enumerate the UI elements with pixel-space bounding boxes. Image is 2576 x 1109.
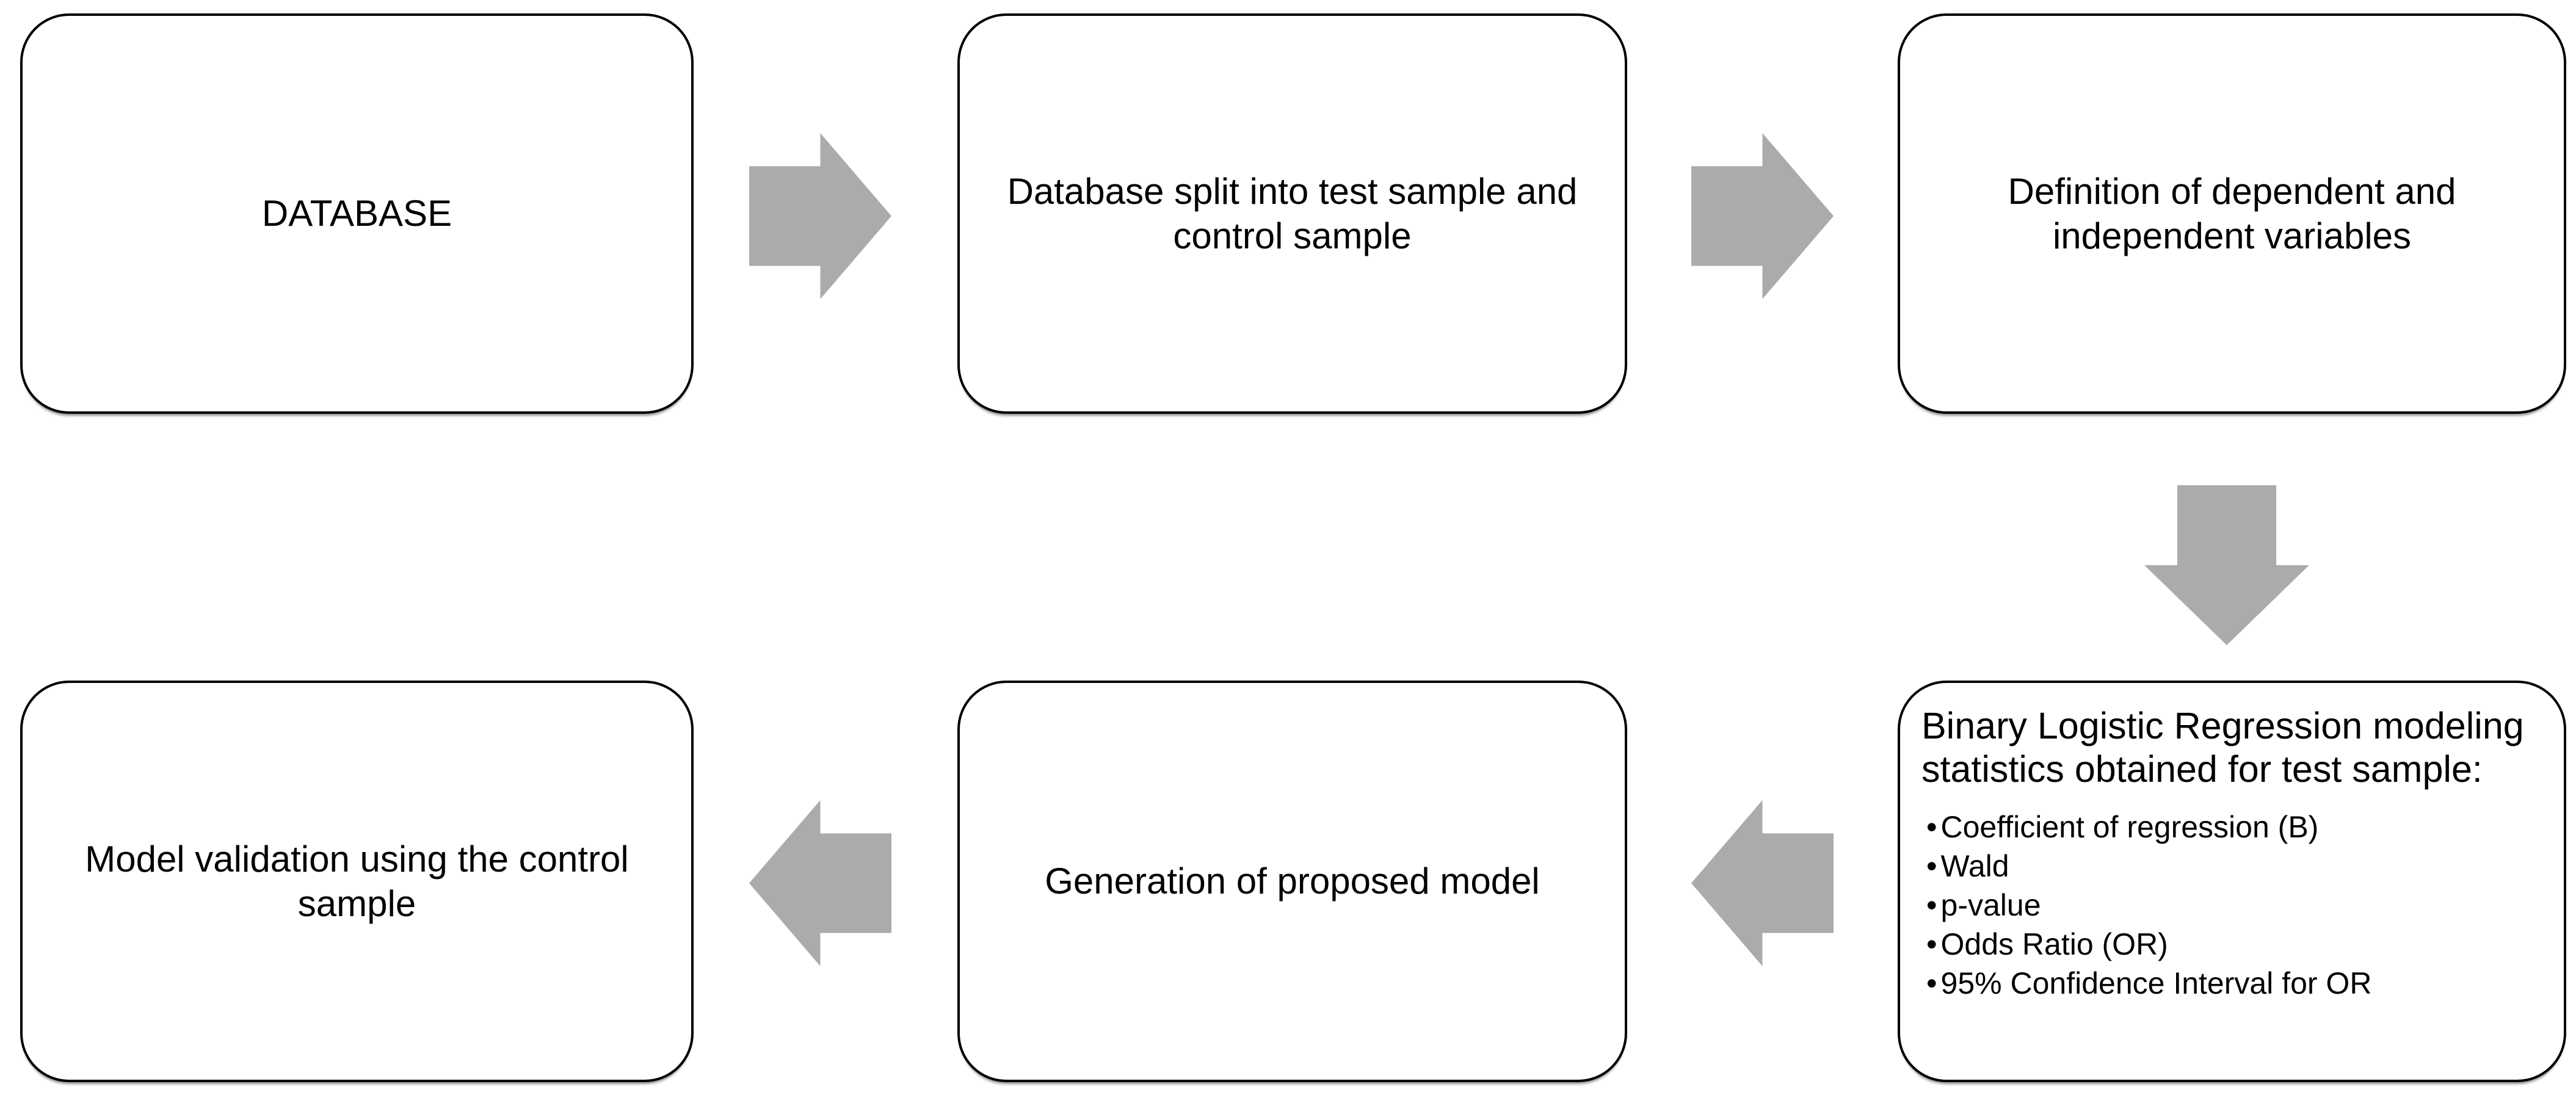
bullet-text: p-value <box>1940 887 2041 922</box>
arrow-right-icon <box>749 133 891 299</box>
bullet-item: •p-value <box>1926 886 2552 925</box>
bullet-marker: • <box>1926 809 1937 844</box>
box-database-label: DATABASE <box>261 193 452 234</box>
box-model-validation: Model validation using the control sampl… <box>20 681 694 1082</box>
bullet-marker: • <box>1926 848 1937 883</box>
bullet-item: •Odds Ratio (OR) <box>1926 925 2552 964</box>
box-define-variables-label: Definition of dependent and independent … <box>2008 170 2456 256</box>
box-define-variables: Definition of dependent and independent … <box>1898 13 2566 414</box>
box-regression-heading: Binary Logistic Regression modeling stat… <box>1921 705 2524 790</box>
box-database: DATABASE <box>20 13 694 414</box>
bullet-item: •Coefficient of regression (B) <box>1926 807 2552 847</box>
box-regression-statistics: Binary Logistic Regression modeling stat… <box>1898 681 2566 1082</box>
bullet-item: •95% Confidence Interval for OR <box>1926 964 2552 1003</box>
bullet-marker: • <box>1926 966 1937 1000</box>
arrow-left-icon <box>1691 800 1834 966</box>
bullet-marker: • <box>1926 887 1937 922</box>
arrow-down-icon <box>2144 485 2309 645</box>
box-split-sample: Database split into test sample and cont… <box>957 13 1627 414</box>
bullet-item: •Wald <box>1926 847 2552 886</box>
bullet-text: Odds Ratio (OR) <box>1940 927 2168 961</box>
bullet-marker: • <box>1926 927 1937 961</box>
bullet-text: 95% Confidence Interval for OR <box>1940 966 2372 1000</box>
box-model-validation-label: Model validation using the control sampl… <box>85 838 629 924</box>
box-generate-model: Generation of proposed model <box>957 681 1627 1082</box>
arrow-left-icon <box>749 800 891 966</box>
box-split-sample-label: Database split into test sample and cont… <box>1007 170 1578 256</box>
bullet-text: Wald <box>1940 848 2009 883</box>
regression-bullet-list: •Coefficient of regression (B) •Wald •p-… <box>1921 807 2552 1003</box>
arrow-right-icon <box>1691 133 1834 299</box>
bullet-text: Coefficient of regression (B) <box>1940 809 2319 844</box>
box-generate-model-label: Generation of proposed model <box>1045 861 1540 902</box>
